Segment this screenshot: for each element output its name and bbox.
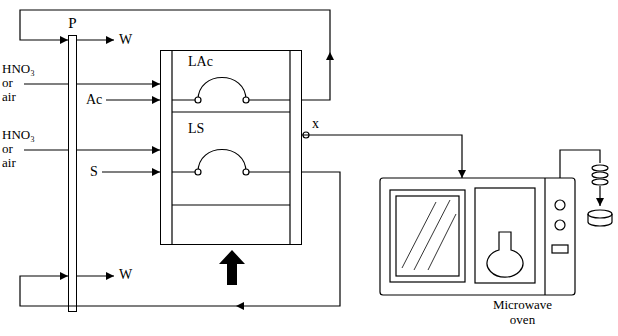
waste-label: W: [119, 268, 132, 282]
inlet-line: [24, 83, 68, 84]
oven-door: [390, 190, 465, 282]
collector-dish: [588, 214, 612, 226]
oven-display: [552, 245, 568, 253]
glass-hatch: [402, 200, 456, 270]
sample-line: [102, 171, 160, 172]
switch-arrow: [219, 250, 245, 285]
collector-dish: [588, 210, 612, 218]
inlet-label: HNO₃ or air: [2, 128, 42, 170]
oven-knob: [555, 200, 565, 210]
waste-label: W: [119, 33, 132, 47]
waste-line: [77, 39, 114, 40]
valve-channel: [172, 100, 290, 172]
port-label: Ac: [86, 93, 102, 107]
control-panel: [544, 178, 545, 295]
inlet-line: [24, 149, 68, 150]
acid-line: [106, 99, 160, 100]
oven-body: [380, 178, 575, 295]
flow-line: [77, 83, 160, 84]
oven-cavity: [475, 188, 535, 283]
pump-label: P: [63, 15, 83, 31]
injection-valve: LAcLS: [160, 50, 302, 245]
port-label: S: [90, 165, 98, 179]
digestion-vessel: [487, 232, 523, 277]
waste-line: [77, 275, 114, 276]
outlet-tube: [599, 186, 600, 206]
inlet-label: HNO₃ or air: [2, 62, 42, 104]
pump-bar: P: [68, 35, 77, 312]
valve-plate: [172, 50, 290, 245]
loop-port: [243, 169, 249, 175]
oven-label: Microwave oven: [485, 297, 560, 327]
sample-loop: [198, 78, 246, 101]
loop-port: [195, 97, 201, 103]
valve-divider: [172, 112, 290, 205]
outlet-tube: [560, 150, 600, 178]
sample-loop: [198, 150, 246, 173]
cooling-coil: [592, 165, 608, 171]
oven-window: [396, 196, 459, 276]
cooling-coil: [592, 179, 608, 185]
loop-port: [195, 169, 201, 175]
junction-label: x: [312, 117, 319, 131]
loop-port: [243, 97, 249, 103]
flow-line: [77, 149, 160, 150]
loop-label: LAc: [188, 54, 213, 69]
microwave-oven: Microwave oven: [380, 178, 575, 295]
flow-line: [302, 135, 462, 178]
flow-line: [20, 10, 330, 100]
loop-label: LS: [188, 121, 204, 136]
cooling-coil: [592, 172, 608, 178]
oven-knob: [555, 220, 565, 230]
